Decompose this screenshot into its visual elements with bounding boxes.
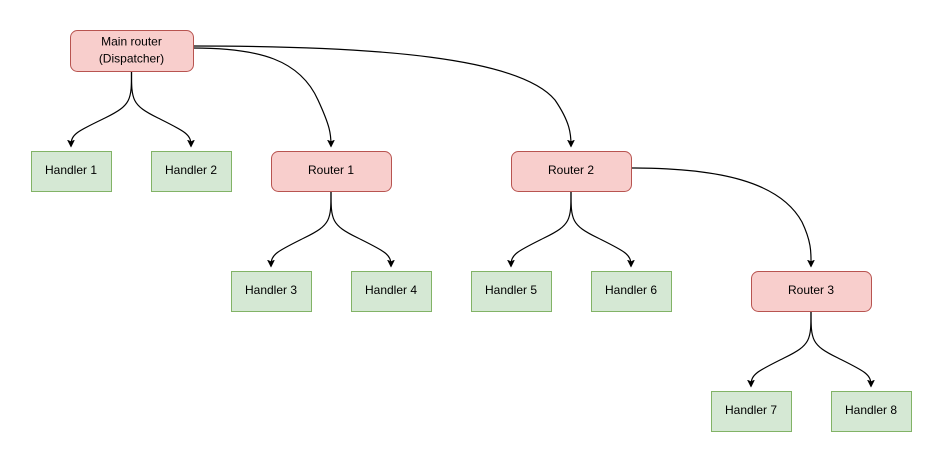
- node-handler-8[interactable]: Handler 8: [831, 391, 912, 432]
- node-handler-3-box[interactable]: [231, 271, 312, 312]
- nodes-layer: Main router (Dispatcher) Handler 1 Handler …: [31, 30, 912, 432]
- node-handler-5-box[interactable]: [471, 271, 552, 312]
- node-router-3-label: Router 3: [788, 283, 834, 297]
- edge-main-to-handler-2: [130, 70, 192, 145]
- node-main-router-box[interactable]: [70, 30, 194, 72]
- node-handler-8-box[interactable]: [831, 391, 912, 432]
- edge-router-2-to-router-3: [630, 167, 811, 265]
- node-main-router-label-secondary: (Dispatcher): [99, 52, 164, 66]
- node-handler-1[interactable]: Handler 1: [31, 151, 112, 192]
- node-handler-5[interactable]: Handler 5: [471, 271, 552, 312]
- node-router-2[interactable]: Router 2: [511, 151, 632, 192]
- edge-main-to-router-1: [192, 47, 331, 145]
- node-handler-4[interactable]: Handler 4: [351, 271, 432, 312]
- node-handler-2-box[interactable]: [151, 151, 232, 192]
- node-handler-7-box[interactable]: [711, 391, 792, 432]
- node-handler-2-label: Handler 2: [165, 163, 217, 177]
- node-router-1-box[interactable]: [271, 151, 392, 192]
- node-handler-3[interactable]: Handler 3: [231, 271, 312, 312]
- node-handler-4-label: Handler 4: [365, 283, 417, 297]
- node-router-2-label: Router 2: [548, 163, 594, 177]
- node-router-2-box[interactable]: [511, 151, 632, 192]
- edge-router-1-to-handler-3: [271, 190, 332, 265]
- node-handler-6[interactable]: Handler 6: [591, 271, 672, 312]
- edge-router-2-to-handler-5: [511, 190, 572, 265]
- node-handler-6-label: Handler 6: [605, 283, 657, 297]
- node-handler-1-box[interactable]: [31, 151, 112, 192]
- node-handler-5-label: Handler 5: [485, 283, 537, 297]
- node-handler-8-label: Handler 8: [845, 403, 897, 417]
- edge-main-to-router-2: [192, 45, 571, 145]
- edge-router-1-to-handler-4: [330, 190, 391, 265]
- node-handler-7[interactable]: Handler 7: [711, 391, 792, 432]
- node-handler-1-label: Handler 1: [45, 163, 97, 177]
- edge-router-2-to-handler-6: [570, 190, 631, 265]
- node-router-1[interactable]: Router 1: [271, 151, 392, 192]
- edge-router-3-to-handler-7: [751, 310, 812, 385]
- node-router-1-label: Router 1: [308, 163, 354, 177]
- edge-router-3-to-handler-8: [810, 310, 871, 385]
- node-router-3[interactable]: Router 3: [751, 271, 872, 312]
- node-router-3-box[interactable]: [751, 271, 872, 312]
- edge-main-to-handler-1: [71, 70, 133, 145]
- node-main-router[interactable]: Main router (Dispatcher): [70, 30, 194, 72]
- node-handler-2[interactable]: Handler 2: [151, 151, 232, 192]
- node-handler-4-box[interactable]: [351, 271, 432, 312]
- edges-layer: [71, 45, 871, 385]
- node-handler-6-box[interactable]: [591, 271, 672, 312]
- node-handler-7-label: Handler 7: [725, 403, 777, 417]
- node-handler-3-label: Handler 3: [245, 283, 297, 297]
- node-main-router-label: Main router: [101, 35, 162, 49]
